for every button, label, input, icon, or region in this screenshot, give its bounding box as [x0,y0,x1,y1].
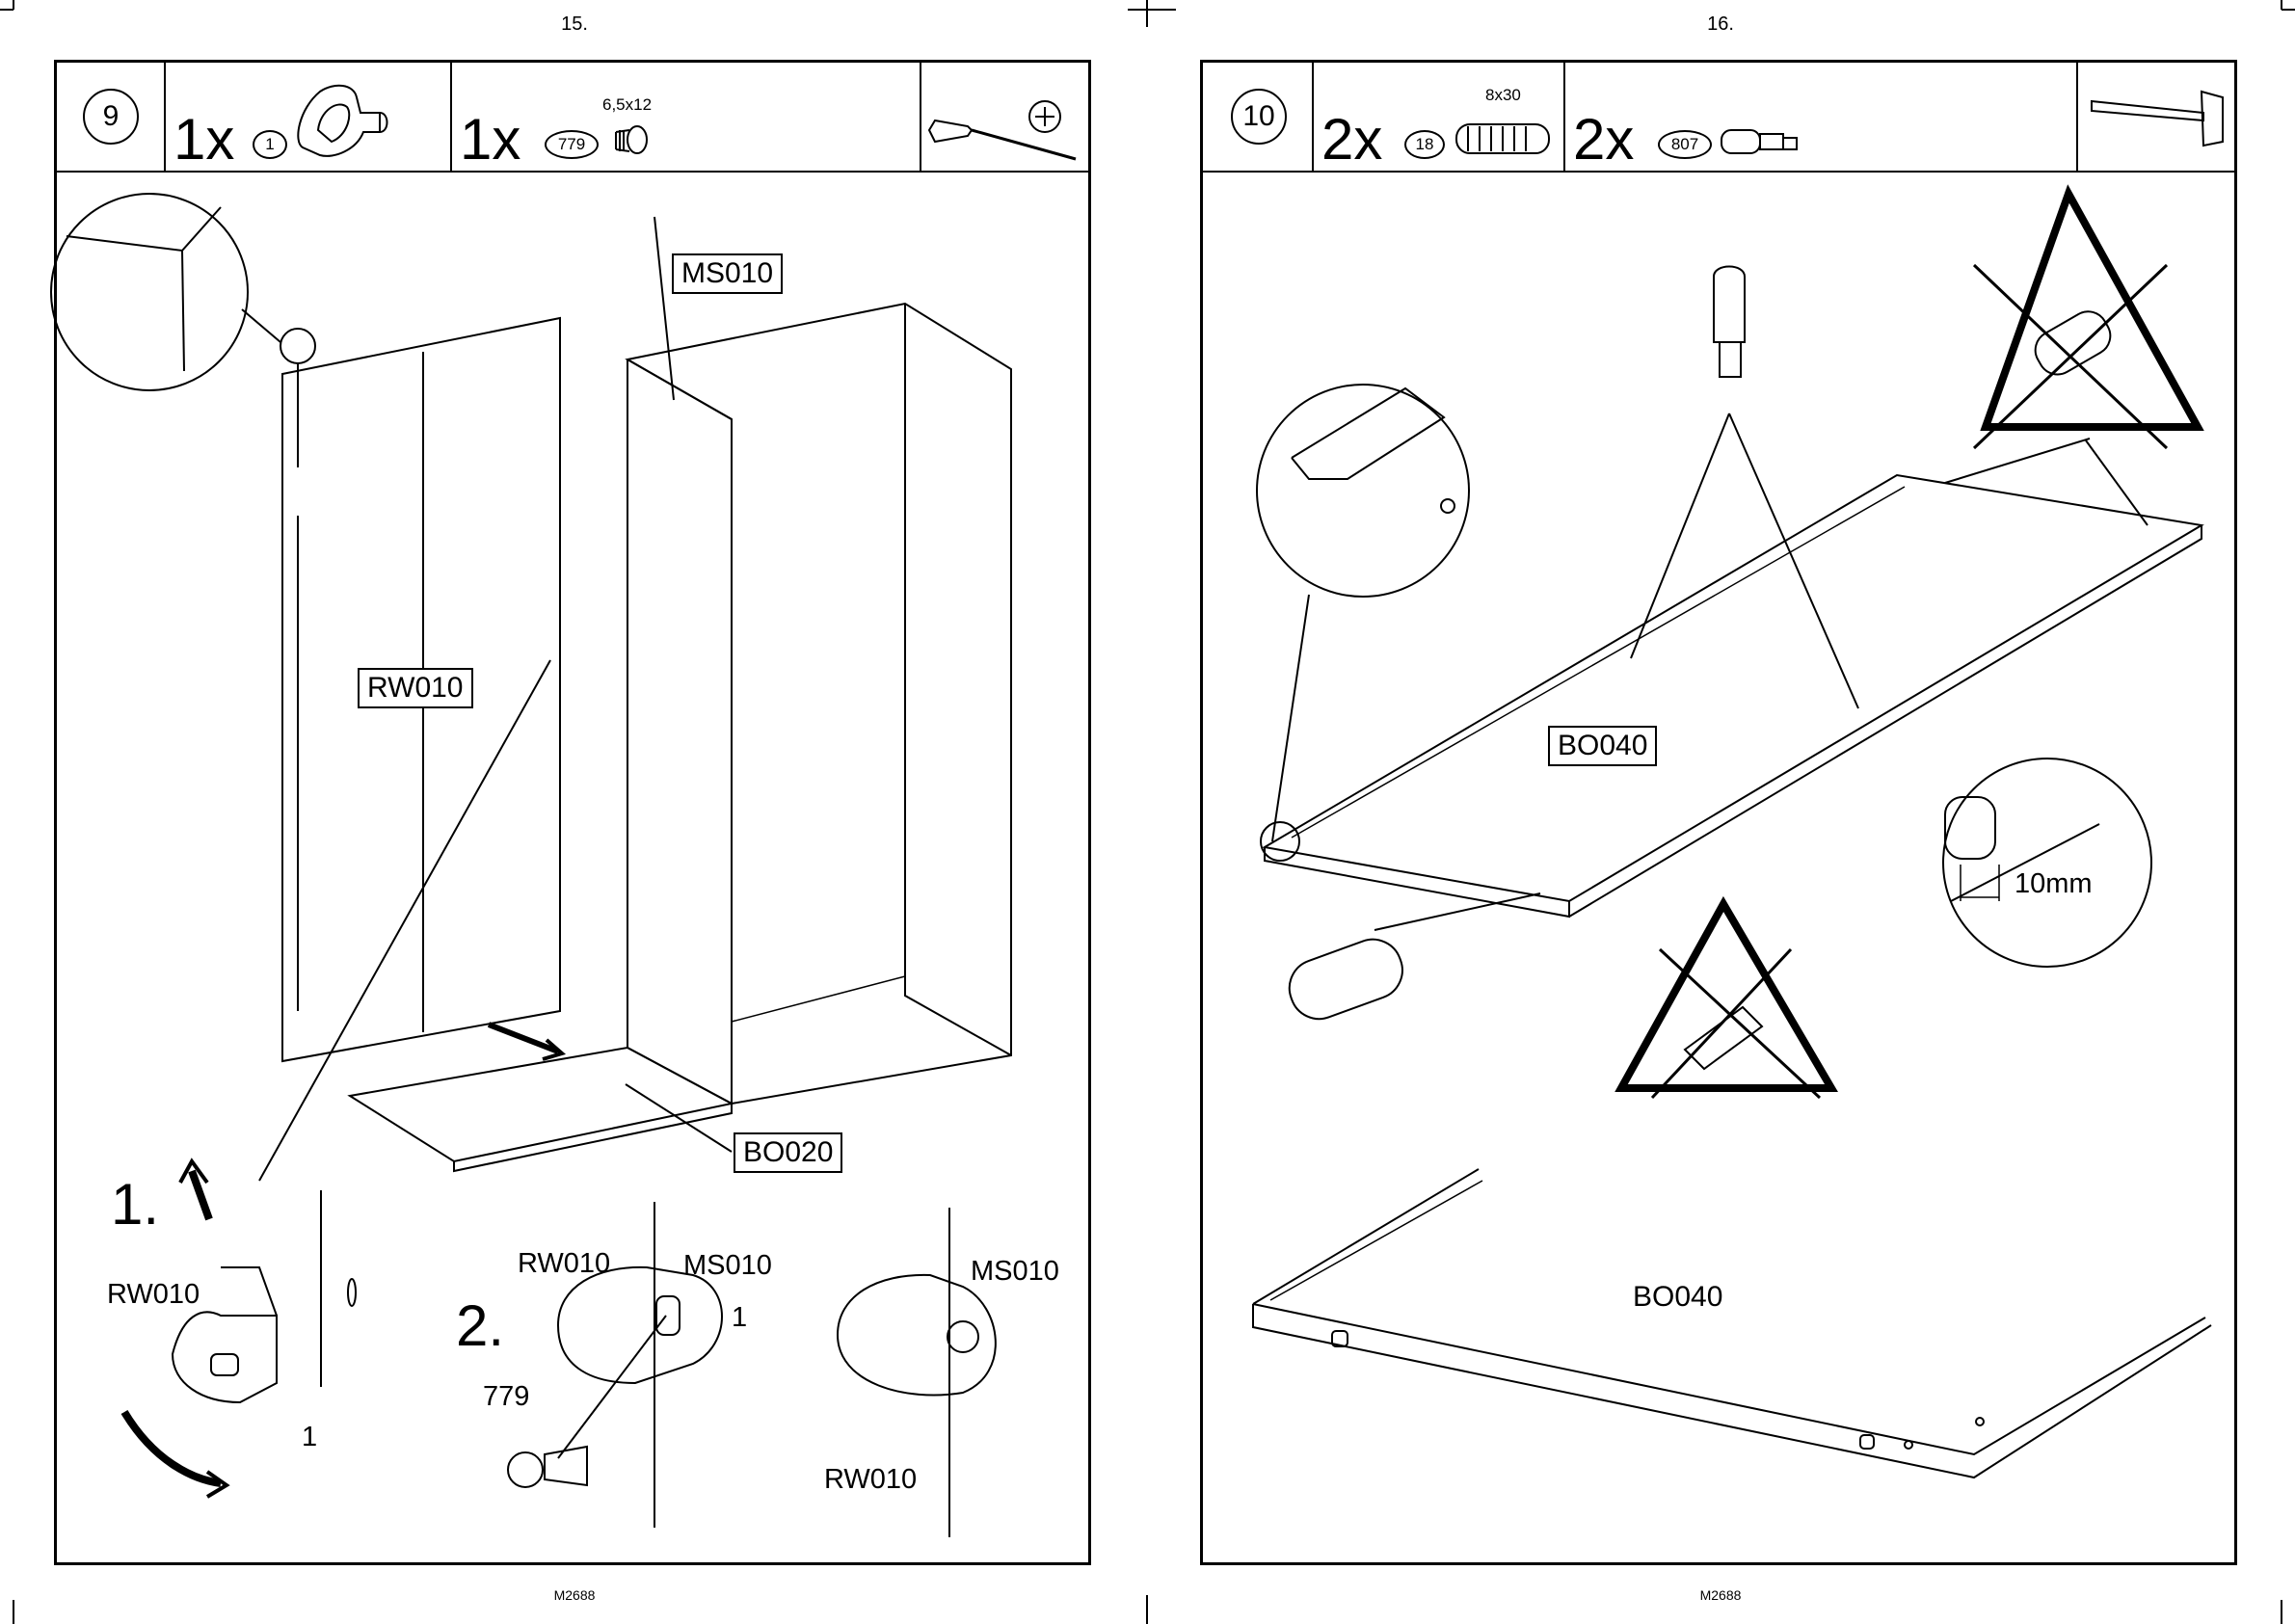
detail-magnifier-depth [1943,759,2151,967]
label-ms010-detail3: MS010 [971,1256,1059,1288]
step-10-panel: 10 2x 18 8x30 2x 807 [1200,60,2237,1565]
label-ms010-detail2: MS010 [683,1250,772,1282]
label-bo040-lower: BO040 [1633,1281,1722,1314]
footer-code-left: M2688 [536,1587,613,1603]
warning-no-glue [1621,904,1831,1088]
assembly-drawing [57,63,1094,1568]
wardrobe-carcass [627,304,1011,1104]
step-1-label: 1. [111,1171,159,1238]
label-779: 779 [483,1381,529,1413]
detail-magnifier-corner [51,194,248,390]
label-bo020: BO020 [734,1132,842,1173]
label-rw010-detail1: RW010 [107,1279,200,1311]
warning-no-hammer [1986,194,2198,427]
label-1-detail1: 1 [302,1422,317,1453]
label-rw010-detail3: RW010 [824,1464,917,1496]
page-number-left: 15. [546,13,603,36]
page-number-right: 16. [1692,13,1749,36]
assembly-drawing [1203,63,2240,1568]
footer-code-right: M2688 [1682,1587,1759,1603]
board-top [1265,475,2202,901]
label-ms010: MS010 [672,253,783,294]
label-1-detail2: 1 [732,1302,747,1334]
detail-magnifier-groove [1257,385,1469,597]
step-2-label: 2. [456,1292,504,1359]
bottom-panel [350,1048,732,1161]
label-rw010-detail2: RW010 [518,1248,610,1280]
step-9-panel: 9 1x 1 1x 779 6,5x12 [54,60,1091,1565]
label-10mm: 10mm [2015,868,2093,900]
label-rw010: RW010 [358,668,473,708]
label-bo040: BO040 [1548,726,1657,766]
dowel-detail [1281,931,1410,1026]
